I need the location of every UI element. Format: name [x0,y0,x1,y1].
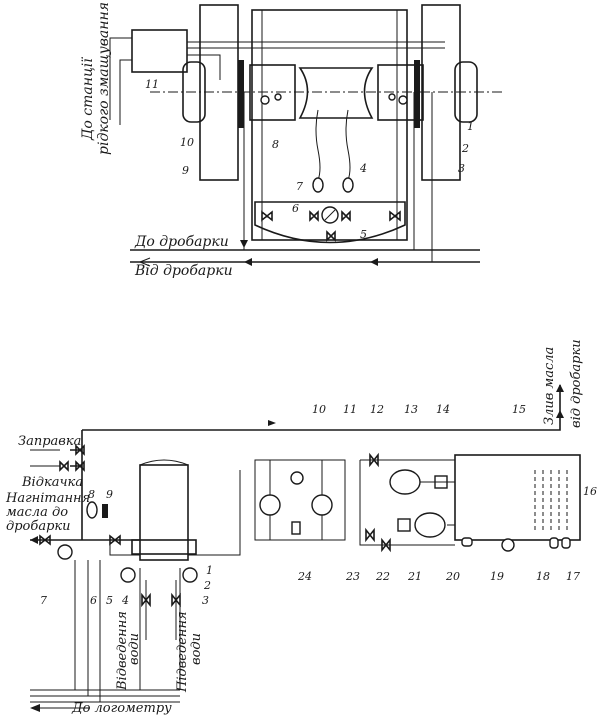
bottom-number-4: 4 [121,594,129,607]
filter-column [139,464,189,561]
oil-manifold [254,201,406,244]
sensor-17 [561,537,571,549]
motor-pump-lower [414,512,446,538]
top-number-7: 7 [296,180,303,193]
thermometer-1 [182,567,198,583]
water-drain-label-line2: води [127,633,142,665]
water-supply-label-line2: води [189,633,204,665]
bottom-number-18: 18 [536,570,550,583]
bottom-number-23: 23 [345,570,360,583]
top-number-10: 10 [180,136,194,149]
oil-drain-label-line2: від дробарки [569,339,584,428]
lubrication-station-box [131,29,188,73]
top-number-11: 11 [145,78,159,91]
sensor-7 [312,177,324,193]
gauge-11 [290,471,304,485]
top-number-2: 2 [461,142,469,155]
bottom-number-2: 2 [203,579,211,592]
bottom-number-22: 22 [375,570,390,583]
to-logometer-label: До логометру [71,701,172,716]
pressure-label-line1: Нагнітання [5,491,90,506]
bottom-number-24: 24 [297,570,312,583]
sensor-18 [549,537,559,549]
bottom-number-17: 17 [566,570,580,583]
shaft-housing [251,9,408,241]
bottom-diagram [30,384,581,712]
bottom-number-8: 8 [88,488,95,501]
top-number-6: 6 [292,202,299,215]
oil-tank [454,454,581,541]
bottom-number-1: 1 [206,564,213,577]
rotor [298,67,374,119]
bottom-number-20: 20 [445,570,460,583]
component-8 [86,501,98,519]
bottom-number-13: 13 [404,403,418,416]
pressure-label-line3: дробарки [6,519,71,534]
pump-12 [311,494,333,516]
bottom-number-19: 19 [490,570,504,583]
thermometer-5 [120,567,136,583]
bottom-number-21: 21 [407,570,422,583]
from-crusher-label: Від дробарки [134,263,233,279]
bottom-number-14: 14 [436,403,450,416]
gauge-19 [501,538,515,552]
station-label-line1: До станції [80,57,96,141]
station-label-line2: рідкого змащування [96,2,112,155]
top-number-9: 9 [182,164,189,177]
water-supply-label-line1: Підведення [175,611,190,693]
bottom-number-10: 10 [312,403,326,416]
pump-10 [259,494,281,516]
sensor-4 [342,177,354,193]
top-number-1: 1 [467,120,474,133]
pump-out-label: Відкачка [21,475,83,490]
pressure-label-line2: масла до [6,505,68,520]
top-diagram [109,4,505,267]
bottom-number-3: 3 [202,594,209,607]
motor-pump-upper [389,469,421,495]
bottom-number-6: 6 [90,594,97,607]
bottom-number-7: 7 [40,594,47,607]
top-number-4: 4 [359,162,367,175]
sensor-20 [461,537,473,547]
bottom-number-5: 5 [106,594,113,607]
bottom-number-16: 16 [583,485,597,498]
bottom-number-11: 11 [343,403,357,416]
to-crusher-label: До дробарки [134,234,229,250]
bottom-number-12: 12 [370,403,384,416]
filter-24 [291,521,301,535]
oil-drain-label-line1: Злив масла [542,347,557,425]
bottom-number-15: 15 [512,403,526,416]
top-number-8: 8 [272,138,279,151]
refuel-label: Заправка [18,434,81,449]
water-drain-label-line1: Відведення [115,611,130,691]
bottom-number-9: 9 [106,488,113,501]
top-number-5: 5 [360,228,367,241]
top-number-3: 3 [458,162,465,175]
pressure-gauge-7 [57,544,73,560]
